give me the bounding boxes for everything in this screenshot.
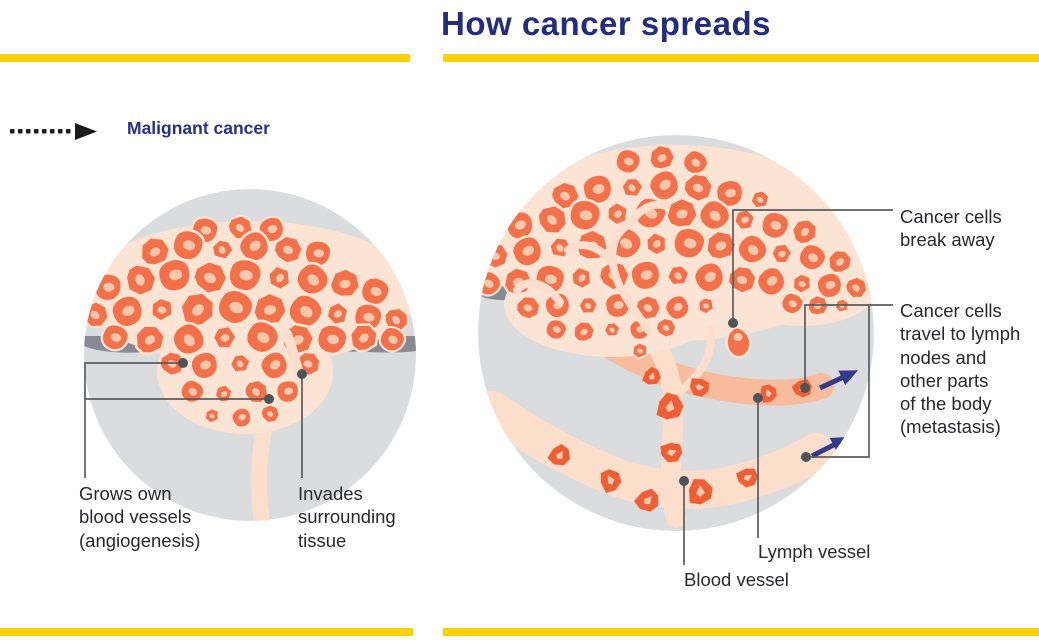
breakaway-cancer-cells <box>629 325 752 362</box>
bottom-rule-left <box>0 628 413 636</box>
bottom-rule-right <box>443 628 1039 636</box>
label-invades-surrounding-tissue: Invades surrounding tissue <box>298 483 396 551</box>
callout-dots <box>679 318 811 486</box>
label-lymph-vessel: Lymph vessel <box>758 541 871 562</box>
label-grows-own-blood-vessels: Grows own blood vessels (angiogenesis) <box>79 483 201 551</box>
page-title: How cancer spreads <box>441 5 771 42</box>
right-tissue-circle <box>478 135 893 565</box>
vessels-inside-tumor <box>513 200 716 404</box>
legend-label: Malignant cancer <box>127 118 270 138</box>
top-rule-right <box>443 54 1039 62</box>
left-tissue-circle <box>84 189 416 521</box>
blood-vessel-trunk <box>638 318 686 528</box>
tumor-mass <box>478 140 874 357</box>
cell <box>92 272 123 303</box>
metastasis-arrow-icon <box>818 370 859 391</box>
label-metastasis: Cancer cells travel to lymph nodes and o… <box>900 300 1021 438</box>
label-cancer-cells-break-away: Cancer cells break away <box>900 206 1002 251</box>
top-rule-left <box>0 54 410 62</box>
callout-lines <box>683 209 893 565</box>
callout-lines <box>84 362 303 478</box>
label-blood-vessel: Blood vessel <box>684 569 789 590</box>
callout-dots <box>178 358 307 404</box>
dotted-arrow-icon <box>10 123 97 140</box>
